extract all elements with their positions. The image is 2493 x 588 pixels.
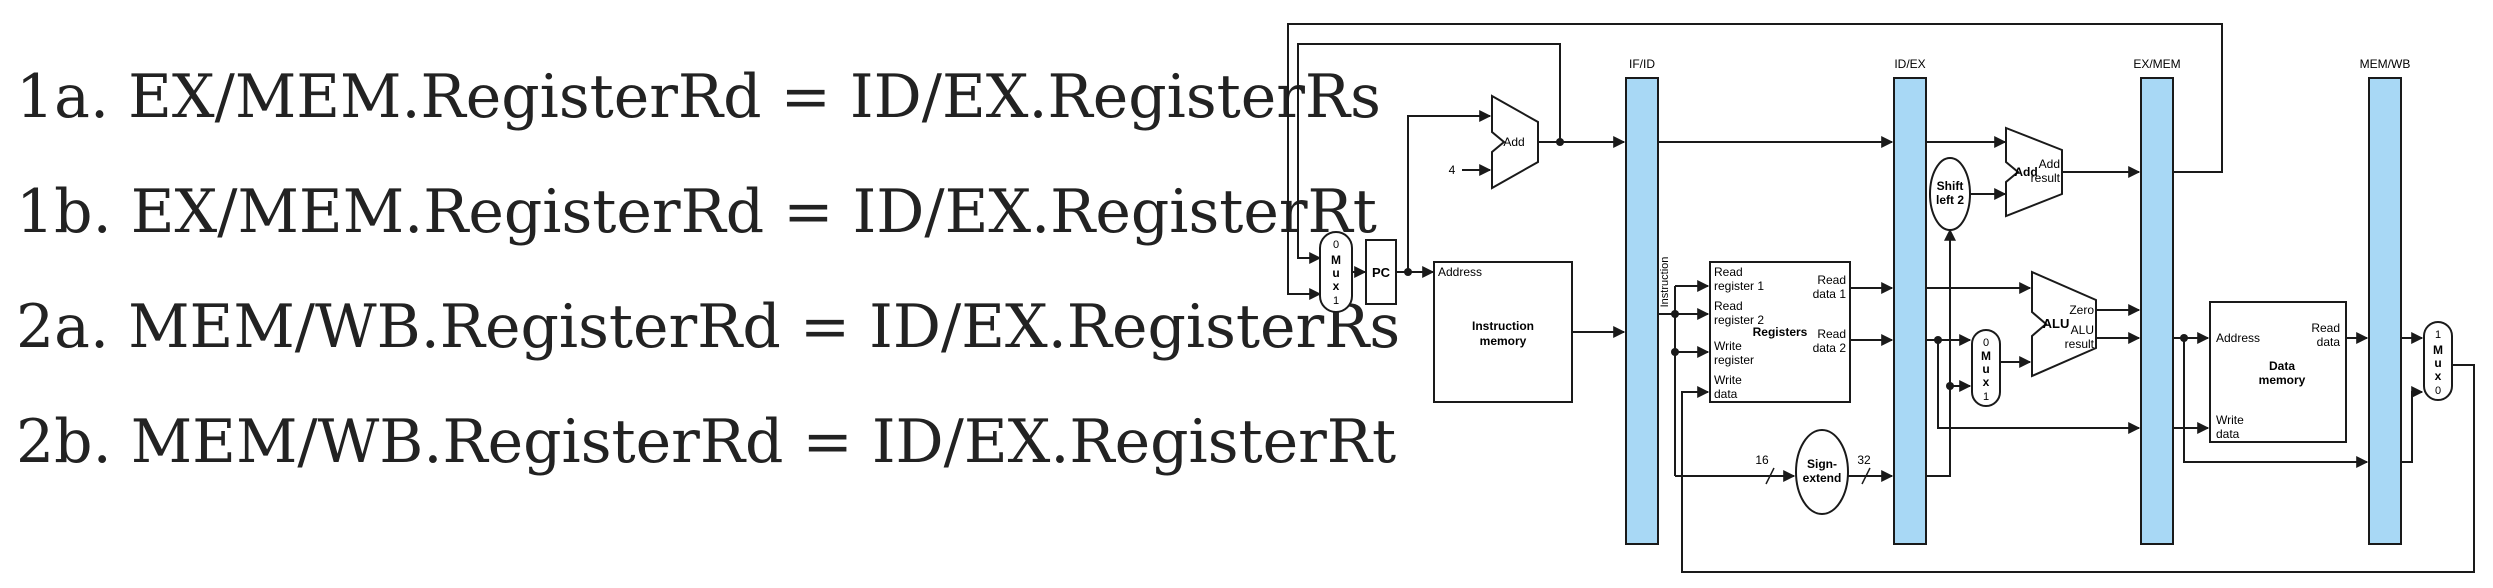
dmem-title-1: Data bbox=[2269, 359, 2295, 373]
alu-result-1: ALU bbox=[2071, 323, 2094, 337]
pc-mux: 0 M u x 1 bbox=[1319, 231, 1353, 313]
memwb-register bbox=[2368, 77, 2402, 545]
writeback-mux: 1 M u x 0 bbox=[2423, 321, 2453, 401]
branch-adder: Add Add result bbox=[2005, 126, 2063, 218]
dmem-read-data-1: Read bbox=[2311, 321, 2340, 335]
dmem-title-2: memory bbox=[2259, 373, 2306, 387]
alu-mux-u: u bbox=[1982, 362, 1989, 376]
read-data-1-b: data 1 bbox=[1813, 287, 1847, 301]
alu-bypass-to-memwb-wire bbox=[2183, 338, 2369, 468]
dmem-read-data-2: data bbox=[2317, 335, 2341, 349]
junction-dots bbox=[1404, 138, 2188, 390]
exmem-register bbox=[2140, 77, 2174, 545]
memwb-label: MEM/WB bbox=[2360, 57, 2411, 71]
read-data-2-a: Read bbox=[1817, 327, 1846, 341]
pc-adder: Add 4 bbox=[1449, 94, 1539, 190]
memwb-to-mux-0-wire bbox=[2401, 386, 2424, 463]
wb-mux-one: 1 bbox=[2435, 329, 2441, 341]
write-register-b: register bbox=[1714, 353, 1754, 367]
idex-register bbox=[1893, 77, 1927, 545]
read-register-2-a: Read bbox=[1714, 299, 1743, 313]
condition-1a: 1a. EX/MEM.RegisterRd = ID/EX.RegisterRs bbox=[16, 62, 1381, 132]
sign-extend-unit: Sign- extend 16 32 bbox=[1755, 429, 1871, 515]
read-register-1-a: Read bbox=[1714, 265, 1743, 279]
sign-extend-out-width: 32 bbox=[1857, 453, 1871, 467]
pc-to-adder-wire bbox=[1407, 110, 1492, 272]
wb-mux-zero: 0 bbox=[2435, 385, 2441, 397]
imem-title-2: memory bbox=[1480, 334, 1527, 348]
alu-mux-one: 1 bbox=[1983, 391, 1989, 403]
sign-extend-in-width: 16 bbox=[1755, 453, 1769, 467]
pc-mux-one: 1 bbox=[1333, 295, 1339, 307]
pc-register: PC bbox=[1365, 239, 1397, 305]
alu-zero: Zero bbox=[2069, 303, 2094, 317]
read-register-2-b: register 2 bbox=[1714, 313, 1764, 327]
imm-to-shift-wire bbox=[1926, 228, 1956, 477]
rd2-to-exmem-wire bbox=[1937, 340, 2141, 434]
dmem-address: Address bbox=[2216, 331, 2260, 345]
alu-mux: 0 M u x 1 bbox=[1971, 329, 2001, 407]
writeback-wire bbox=[1681, 364, 2475, 573]
branch-adder-result-1: Add bbox=[2039, 157, 2060, 171]
sign-extend-title-2: extend bbox=[1803, 471, 1842, 485]
pc-mux-x: x bbox=[1333, 279, 1340, 293]
pc-mux-zero: 0 bbox=[1333, 239, 1339, 251]
imem-address: Address bbox=[1438, 265, 1482, 279]
alu-title: ALU bbox=[2043, 316, 2070, 331]
dmem-write-data-2: data bbox=[2216, 427, 2240, 441]
shift-left-title-2: left 2 bbox=[1936, 193, 1964, 207]
ifid-register bbox=[1625, 77, 1659, 545]
write-data-a: Write bbox=[1714, 373, 1742, 387]
pc-mux-u: u bbox=[1332, 266, 1339, 280]
read-data-1-a: Read bbox=[1817, 273, 1846, 287]
read-data-2-b: data 2 bbox=[1813, 341, 1847, 355]
wb-mux-u: u bbox=[2434, 356, 2441, 370]
branch-target-wire bbox=[1287, 23, 2223, 300]
exmem-label: EX/MEM bbox=[2133, 57, 2180, 71]
pc-plus4-loop-wire bbox=[1297, 43, 1561, 264]
shift-left-title-1: Shift bbox=[1937, 179, 1964, 193]
wb-mux-x: x bbox=[2435, 369, 2442, 383]
condition-2b: 2b. MEM/WB.RegisterRd = ID/EX.RegisterRt bbox=[16, 407, 1397, 477]
imem-title-1: Instruction bbox=[1472, 319, 1534, 333]
pc-label: PC bbox=[1372, 265, 1391, 280]
condition-1b: 1b. EX/MEM.RegisterRd = ID/EX.RegisterRt bbox=[16, 177, 1377, 247]
condition-2a: 2a. MEM/WB.RegisterRd = ID/EX.RegisterRs bbox=[16, 292, 1401, 362]
sign-extend-title-1: Sign- bbox=[1807, 457, 1837, 471]
shift-left-2: Shift left 2 bbox=[1929, 157, 1971, 231]
write-data-b: data bbox=[1714, 387, 1738, 401]
alu: ALU Zero ALU result bbox=[2031, 270, 2097, 378]
pc-adder-label: Add bbox=[1503, 135, 1524, 149]
pc-mux-m: M bbox=[1331, 253, 1341, 267]
read-register-1-b: register 1 bbox=[1714, 279, 1764, 293]
branch-adder-title: Add bbox=[2014, 165, 2037, 179]
register-file: Read register 1 Read register 2 Write re… bbox=[1709, 261, 1851, 403]
alu-mux-x: x bbox=[1983, 375, 1990, 389]
ifid-label: IF/ID bbox=[1629, 57, 1655, 71]
alu-mux-m: M bbox=[1981, 349, 1991, 363]
wb-mux-m: M bbox=[2433, 343, 2443, 357]
constant-four: 4 bbox=[1449, 163, 1456, 177]
forwarding-conditions: 1a. EX/MEM.RegisterRd = ID/EX.RegisterRs… bbox=[16, 40, 1401, 500]
data-memory: Address Read data Write data Data memory bbox=[2209, 301, 2347, 443]
instruction-bus-label: Instruction bbox=[1659, 257, 1671, 308]
branch-adder-result-2: result bbox=[2031, 171, 2061, 185]
dmem-write-data-1: Write bbox=[2216, 413, 2244, 427]
alu-mux-zero: 0 bbox=[1983, 337, 1989, 349]
write-register-a: Write bbox=[1714, 339, 1742, 353]
registers-title: Registers bbox=[1753, 325, 1808, 339]
idex-label: ID/EX bbox=[1894, 57, 1925, 71]
pipeline-registers: IF/ID ID/EX EX/MEM MEM/WB bbox=[1625, 57, 2411, 545]
instruction-memory: Address Instruction memory bbox=[1433, 261, 1573, 403]
alu-result-2: result bbox=[2065, 337, 2095, 351]
